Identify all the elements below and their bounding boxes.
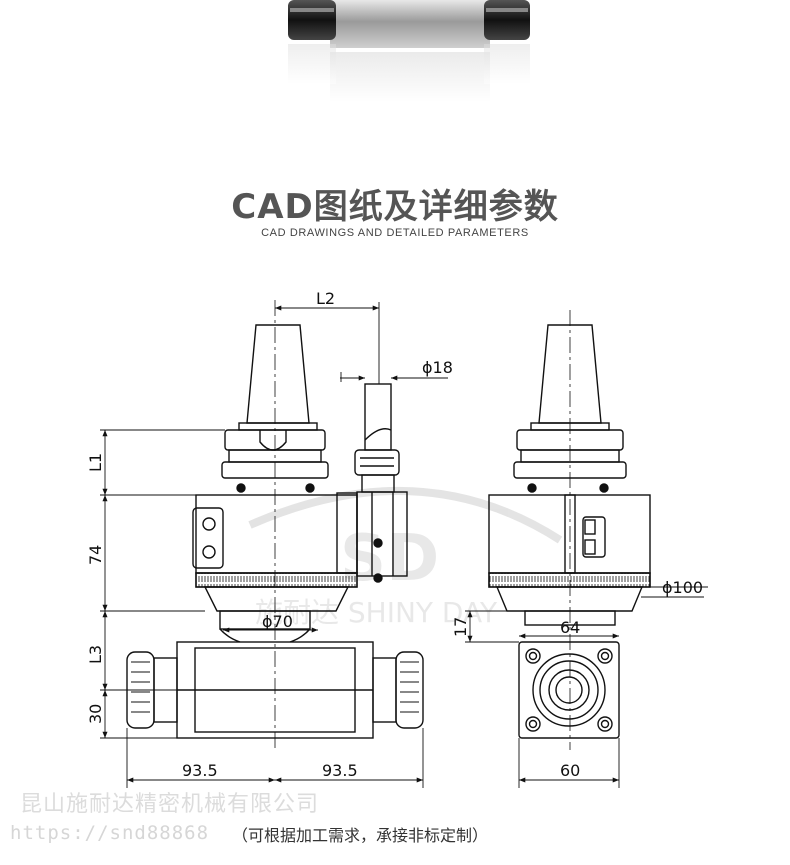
side-dimensions xyxy=(465,586,708,788)
side-view xyxy=(488,310,651,750)
company-watermark: 昆山施耐达精密机械有限公司 xyxy=(20,792,320,817)
front-dimensions xyxy=(100,302,448,788)
cad-drawing: SD 施耐达 SHINY DAY xyxy=(86,289,708,788)
dim-l2: L2 xyxy=(316,289,335,308)
front-view xyxy=(126,300,424,750)
dim-60: 60 xyxy=(560,761,580,780)
section-heading: CAD图纸及详细参数 CAD DRAWINGS AND DETAILED PAR… xyxy=(0,185,790,239)
section-subtitle: CAD DRAWINGS AND DETAILED PARAMETERS xyxy=(261,227,529,239)
dim-d18: ϕ18 xyxy=(422,358,453,377)
section-title: CAD图纸及详细参数 xyxy=(231,187,559,227)
dim-30: 30 xyxy=(86,704,105,724)
dim-74: 74 xyxy=(86,545,105,565)
product-photo xyxy=(288,0,530,102)
dim-17: 17 xyxy=(451,617,470,637)
customization-note: （可根据加工需求，承接非标定制） xyxy=(232,826,489,845)
dim-l1: L1 xyxy=(86,453,105,472)
dim-93-right: 93.5 xyxy=(322,761,358,780)
dim-64: 64 xyxy=(560,618,580,637)
dim-d100: ϕ100 xyxy=(662,578,703,597)
svg-text:施耐达 SHINY DAY: 施耐达 SHINY DAY xyxy=(255,596,498,629)
dim-l3: L3 xyxy=(86,645,105,664)
logo-watermark: SD 施耐达 SHINY DAY xyxy=(248,486,563,629)
dim-93-left: 93.5 xyxy=(182,761,218,780)
dim-d70: ϕ70 xyxy=(262,612,293,631)
url-watermark: https://snd88868 xyxy=(10,822,210,844)
